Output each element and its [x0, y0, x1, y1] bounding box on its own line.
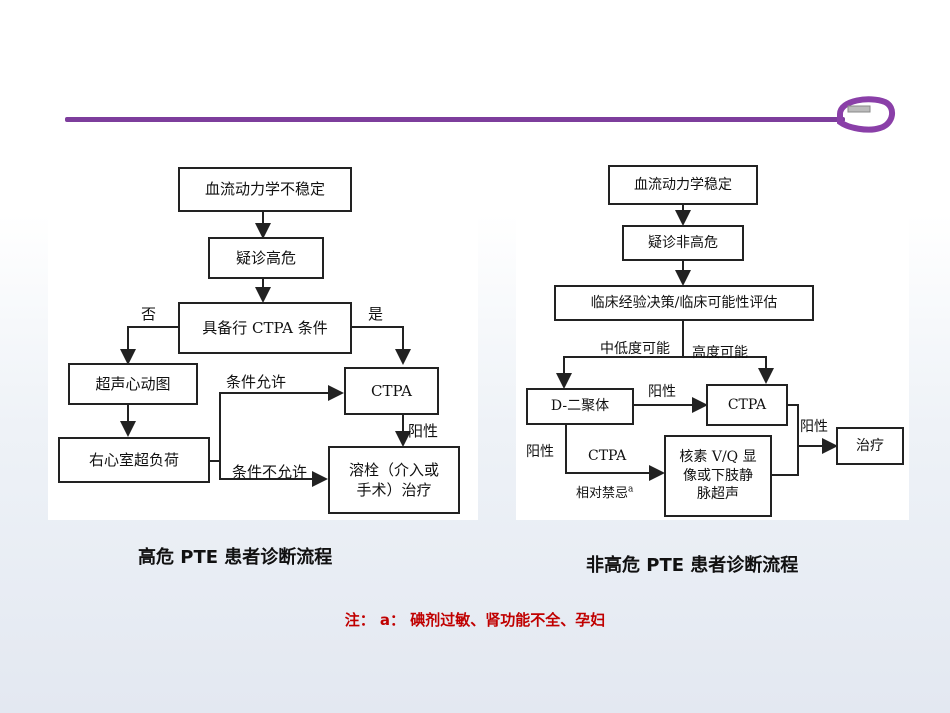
footnote: 注： a： 碘剂过敏、肾功能不全、孕妇	[344, 611, 606, 629]
title-divider-line	[65, 117, 845, 122]
high-risk-arrows	[120, 212, 411, 487]
label-yes: 是	[368, 305, 384, 323]
caption-non-high-risk: 非高危 PTE 患者诊断流程	[586, 555, 799, 576]
treatment-box: 治疗	[836, 427, 904, 465]
ctpa-box-right: CTPA	[706, 384, 788, 426]
ctpa-box: CTPA	[344, 367, 439, 415]
label-positive-vertical: 阳性	[526, 444, 554, 460]
d-dimer-box: D-二聚体	[526, 388, 634, 425]
hemodynamic-unstable-box: 血流动力学不稳定	[178, 167, 352, 212]
non-high-risk-arrows	[556, 205, 838, 481]
label-contra-sup: a	[628, 484, 634, 495]
thrombolysis-box: 溶栓（介入或手术）治疗	[328, 446, 460, 514]
ctpa-condition-box: 具备行 CTPA 条件	[178, 302, 352, 354]
label-positive-ddimer: 阳性	[648, 384, 676, 400]
carabiner-icon	[837, 96, 895, 133]
suspected-high-risk-box: 疑诊高危	[208, 237, 324, 279]
hemodynamic-stable-box: 血流动力学稳定	[608, 165, 758, 205]
high-risk-flowchart: 血流动力学不稳定 疑诊高危 具备行 CTPA 条件 超声心动图 右心室超负荷 C…	[48, 157, 478, 520]
label-ctpa: CTPA	[588, 448, 627, 464]
label-conditions-not-allowed: 条件不允许	[232, 463, 308, 481]
label-positive: 阳性	[408, 422, 439, 440]
label-no: 否	[141, 305, 157, 323]
echocardiography-box: 超声心动图	[68, 363, 198, 405]
vq-scan-box: 核素 V/Q 显像或下肢静脉超声	[664, 435, 772, 517]
label-high-probability: 高度可能	[692, 345, 748, 361]
rv-overload-box: 右心室超负荷	[58, 437, 210, 483]
label-low-mid-probability: 中低度可能	[600, 341, 670, 357]
label-relative-contraindication: 相对禁忌a	[576, 482, 633, 501]
clinical-assessment-box: 临床经验决策/临床可能性评估	[554, 285, 814, 321]
suspected-non-high-risk-box: 疑诊非高危	[622, 225, 744, 261]
label-positive-ctpa: 阳性	[800, 419, 828, 435]
caption-high-risk: 高危 PTE 患者诊断流程	[138, 547, 333, 568]
label-contra-text: 相对禁忌	[576, 486, 629, 501]
non-high-risk-flowchart: 血流动力学稳定 疑诊非高危 临床经验决策/临床可能性评估 D-二聚体 CTPA …	[516, 157, 909, 520]
label-conditions-allowed: 条件允许	[226, 373, 287, 391]
